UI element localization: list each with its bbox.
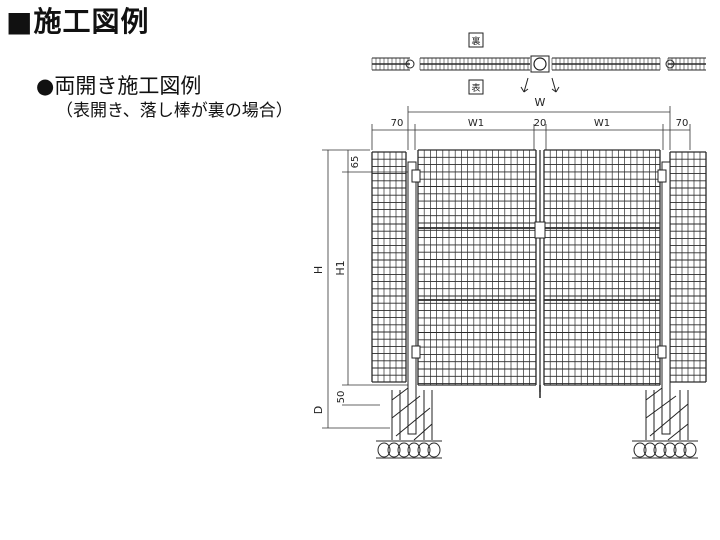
dim-leaf-height: H1 — [334, 260, 347, 275]
right-gate-post — [661, 161, 671, 435]
diagram-subtitle: ●両開き施工図例 — [36, 74, 202, 98]
dim-post-left: 70 — [391, 118, 404, 129]
left-gate-leaf — [417, 149, 537, 386]
dim-bottom-gap: 50 — [336, 391, 347, 404]
dimension-lines — [322, 106, 691, 429]
right-footing — [632, 440, 698, 459]
plan-front-label: 表 — [471, 82, 480, 94]
foundations — [391, 387, 689, 441]
dim-post-right: 70 — [676, 118, 689, 129]
dim-leaf-left: W1 — [468, 118, 484, 129]
center-latch — [534, 221, 546, 239]
diagram-caption: （表開き、落し棒が裏の場合） — [56, 101, 293, 121]
elevation-view — [371, 149, 707, 459]
plan-swing-arrows — [523, 77, 557, 93]
plan-center-latch — [533, 57, 547, 71]
plan-back-label: 裏 — [471, 35, 480, 47]
plan-arrow-heads — [520, 86, 560, 93]
plan-back-box — [468, 32, 484, 48]
plan-front-box — [468, 79, 484, 95]
right-gate-leaf — [543, 149, 661, 386]
hinge-left-top — [411, 169, 421, 183]
dim-top-margin: 65 — [350, 156, 361, 169]
plan-center-post — [530, 55, 550, 73]
plan-right-hinge — [665, 59, 675, 69]
right-fence-panel — [669, 151, 707, 383]
plan-left-hinge — [405, 59, 415, 69]
left-gate-post — [407, 161, 417, 435]
dim-leaf-right: W1 — [594, 118, 610, 129]
dim-foundation-depth: D — [312, 406, 325, 414]
left-fence-panel — [371, 151, 407, 383]
hinge-right-bottom — [657, 345, 667, 359]
dim-height: H — [312, 266, 325, 274]
plan-mesh — [371, 57, 706, 71]
left-footing — [376, 440, 442, 459]
dim-center-gap: 20 — [534, 118, 547, 129]
hinge-left-bottom — [411, 345, 421, 359]
dimension-labels: W 70 W1 20 W1 70 65 H H1 50 D — [312, 96, 688, 414]
page-title: ■施工図例 — [6, 5, 150, 38]
hinge-right-top — [657, 169, 667, 183]
plan-view: 裏 表 — [371, 32, 706, 95]
dim-overall-width: W — [535, 96, 546, 109]
